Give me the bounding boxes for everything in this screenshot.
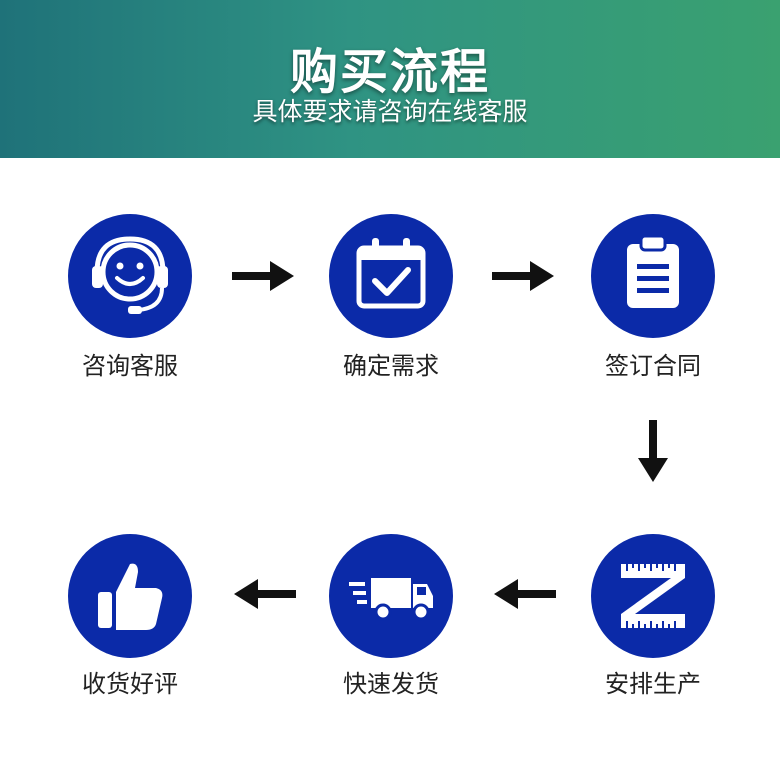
arrow-down-icon [638, 420, 668, 482]
arrow-left-icon [234, 579, 296, 609]
clipboard-icon [591, 214, 715, 338]
thumbs-up-icon [68, 534, 192, 658]
arrow-right-icon [232, 261, 294, 291]
arrow-left-icon [494, 579, 556, 609]
page-title: 购买流程 [289, 44, 490, 100]
step-label: 确定需求 [343, 352, 439, 380]
header-banner: 购买流程 具体要求请咨询在线客服 [0, 0, 780, 158]
calendar-check-icon [329, 214, 453, 338]
step-label: 安排生产 [605, 670, 701, 698]
delivery-truck-icon [329, 534, 453, 658]
step-label: 签订合同 [605, 352, 701, 380]
ruler-z-icon [591, 534, 715, 658]
page-subtitle: 具体要求请咨询在线客服 [252, 97, 528, 126]
step-label: 收货好评 [82, 670, 178, 698]
step-label: 咨询客服 [82, 352, 178, 380]
customer-service-icon [68, 214, 192, 338]
step-label: 快速发货 [343, 670, 439, 698]
arrow-right-icon [492, 261, 554, 291]
